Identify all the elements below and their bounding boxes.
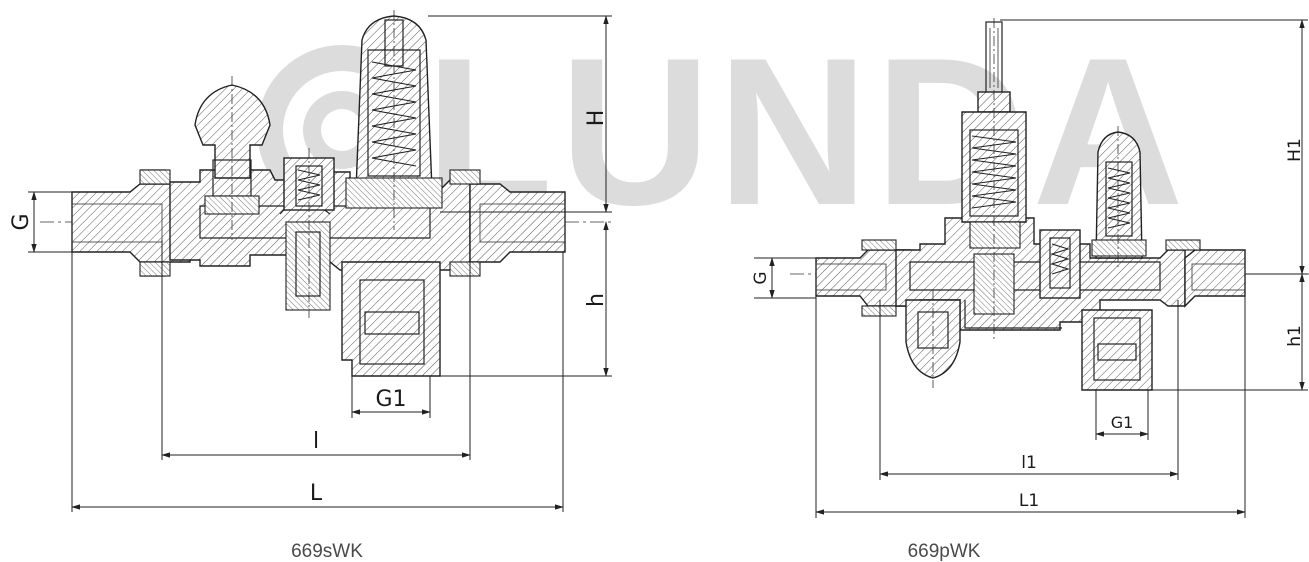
left-bottom-outlet xyxy=(341,261,441,377)
dim-label-L1: L1 xyxy=(1019,491,1039,511)
right-relief-dome xyxy=(1091,126,1147,270)
left-outlet-connector xyxy=(469,183,566,263)
left-relief-spring-valve xyxy=(283,148,335,318)
left-pressure-spring-dome xyxy=(345,10,443,230)
dim-label-G1-right: G1 xyxy=(1111,413,1134,432)
dim-label-G1: G1 xyxy=(375,387,406,412)
dim-label-l1: l1 xyxy=(1021,453,1037,473)
right-lower-check-cap xyxy=(905,290,961,388)
left-inlet-connector xyxy=(71,183,191,263)
right-caption: 669pWK xyxy=(908,541,981,562)
right-outlet-connector xyxy=(1184,249,1246,308)
dim-label-G: G xyxy=(9,213,34,230)
dim-label-h: h xyxy=(584,293,609,307)
dim-label-G-right: G xyxy=(751,271,771,284)
right-small-spring-check xyxy=(1039,229,1081,299)
right-pressure-regulator xyxy=(961,18,1027,340)
right-valve-drawing: H1 h1 G G1 l1 L1 669pWK xyxy=(751,18,1309,562)
right-bottom-outlet xyxy=(1081,309,1153,391)
dim-label-H1: H1 xyxy=(1285,138,1305,162)
dim-label-L: L xyxy=(310,481,323,506)
left-check-valve-cap xyxy=(194,84,271,179)
dim-label-H: H xyxy=(584,110,609,127)
dim-label-h1: h1 xyxy=(1285,325,1305,347)
dim-label-l: l xyxy=(313,429,319,454)
left-caption: 669sWK xyxy=(291,541,363,562)
left-valve-drawing: H h G G1 l L 669sWK xyxy=(9,10,612,562)
